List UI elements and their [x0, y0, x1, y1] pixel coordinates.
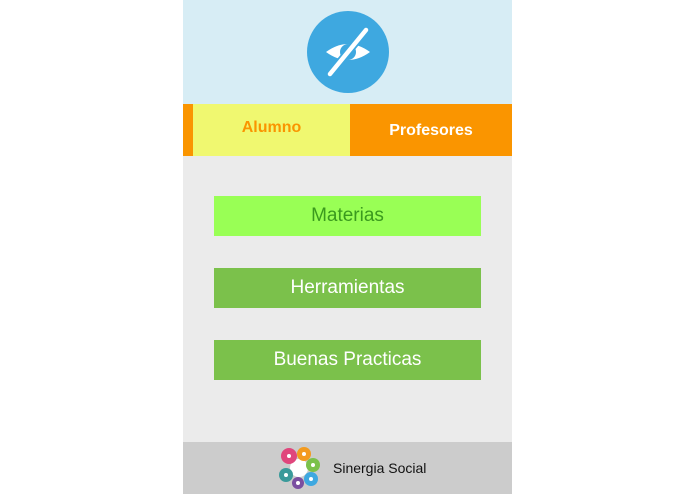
- herramientas-button[interactable]: Herramientas: [214, 268, 481, 308]
- buenas-practicas-button-label: Buenas Practicas: [273, 349, 422, 370]
- sinergia-social-logo-icon: [279, 447, 320, 489]
- tab-profesores-label: Profesores: [389, 122, 473, 139]
- tab-alumno-label: Alumno: [241, 119, 302, 136]
- eye-slash-icon: [307, 11, 389, 93]
- footer: Sinergia Social: [183, 442, 512, 494]
- header: [183, 0, 512, 104]
- tab-alumno[interactable]: Alumno: [193, 104, 350, 156]
- tab-profesores[interactable]: Profesores: [350, 104, 512, 156]
- herramientas-button-label: Herramientas: [290, 277, 405, 298]
- materias-button-label: Materias: [311, 205, 384, 226]
- app-screen: Alumno Profesores Materias Herramientas …: [183, 0, 512, 494]
- buenas-practicas-button[interactable]: Buenas Practicas: [214, 340, 481, 380]
- materias-button[interactable]: Materias: [214, 196, 481, 236]
- footer-brand-text: Sinergia Social: [333, 460, 427, 476]
- tab-bar: Alumno Profesores: [183, 104, 512, 156]
